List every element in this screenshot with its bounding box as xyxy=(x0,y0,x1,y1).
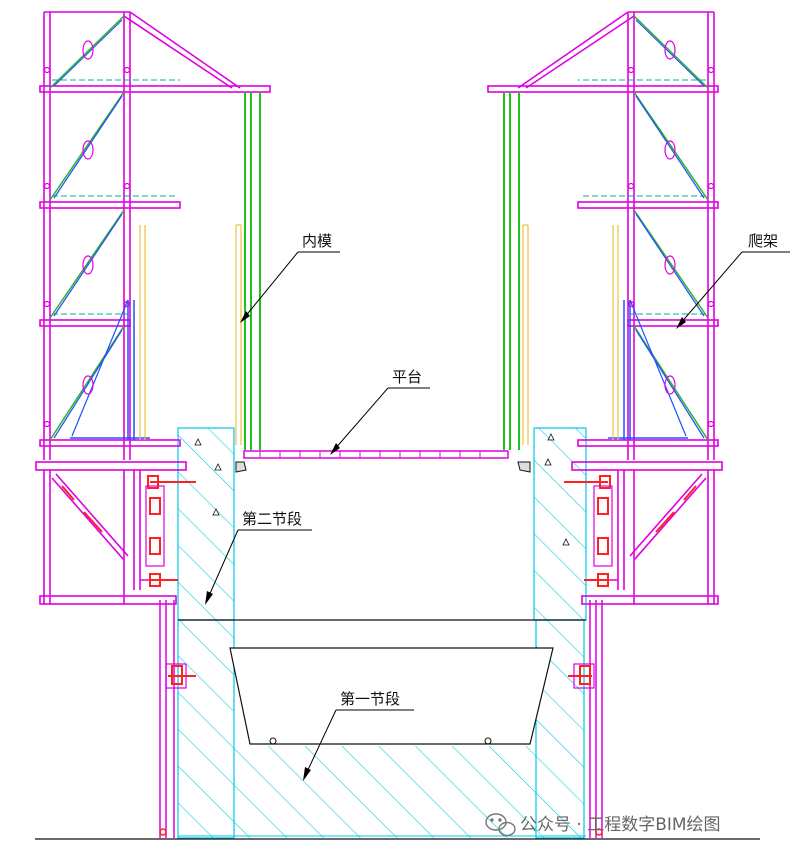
first-segment-bottom xyxy=(234,746,536,838)
label-second-segment: 第二节段 xyxy=(242,510,302,528)
label-platform: 平台 xyxy=(392,368,422,386)
wechat-icon xyxy=(485,813,516,837)
inner-formwork xyxy=(235,92,529,450)
trapezoid-void xyxy=(229,647,554,745)
watermark: 公众号 · 工程数字BIM绘图 xyxy=(485,813,721,837)
second-segment-wall-right xyxy=(533,427,587,621)
annotations xyxy=(205,251,790,781)
platform xyxy=(235,450,531,473)
label-climbing-frame: 爬架 xyxy=(748,232,778,250)
watermark-text: 公众号 · 工程数字BIM绘图 xyxy=(520,815,721,835)
second-segment-wall-left xyxy=(177,427,235,621)
lower-hanging-columns xyxy=(159,600,603,838)
label-first-segment: 第一节段 xyxy=(340,690,400,708)
climbing-frame-right xyxy=(487,11,723,689)
first-segment-wall-left xyxy=(177,619,235,839)
label-inner-formwork: 内模 xyxy=(302,232,332,250)
concrete-walls xyxy=(177,427,587,839)
climbing-frame-left xyxy=(35,11,271,689)
